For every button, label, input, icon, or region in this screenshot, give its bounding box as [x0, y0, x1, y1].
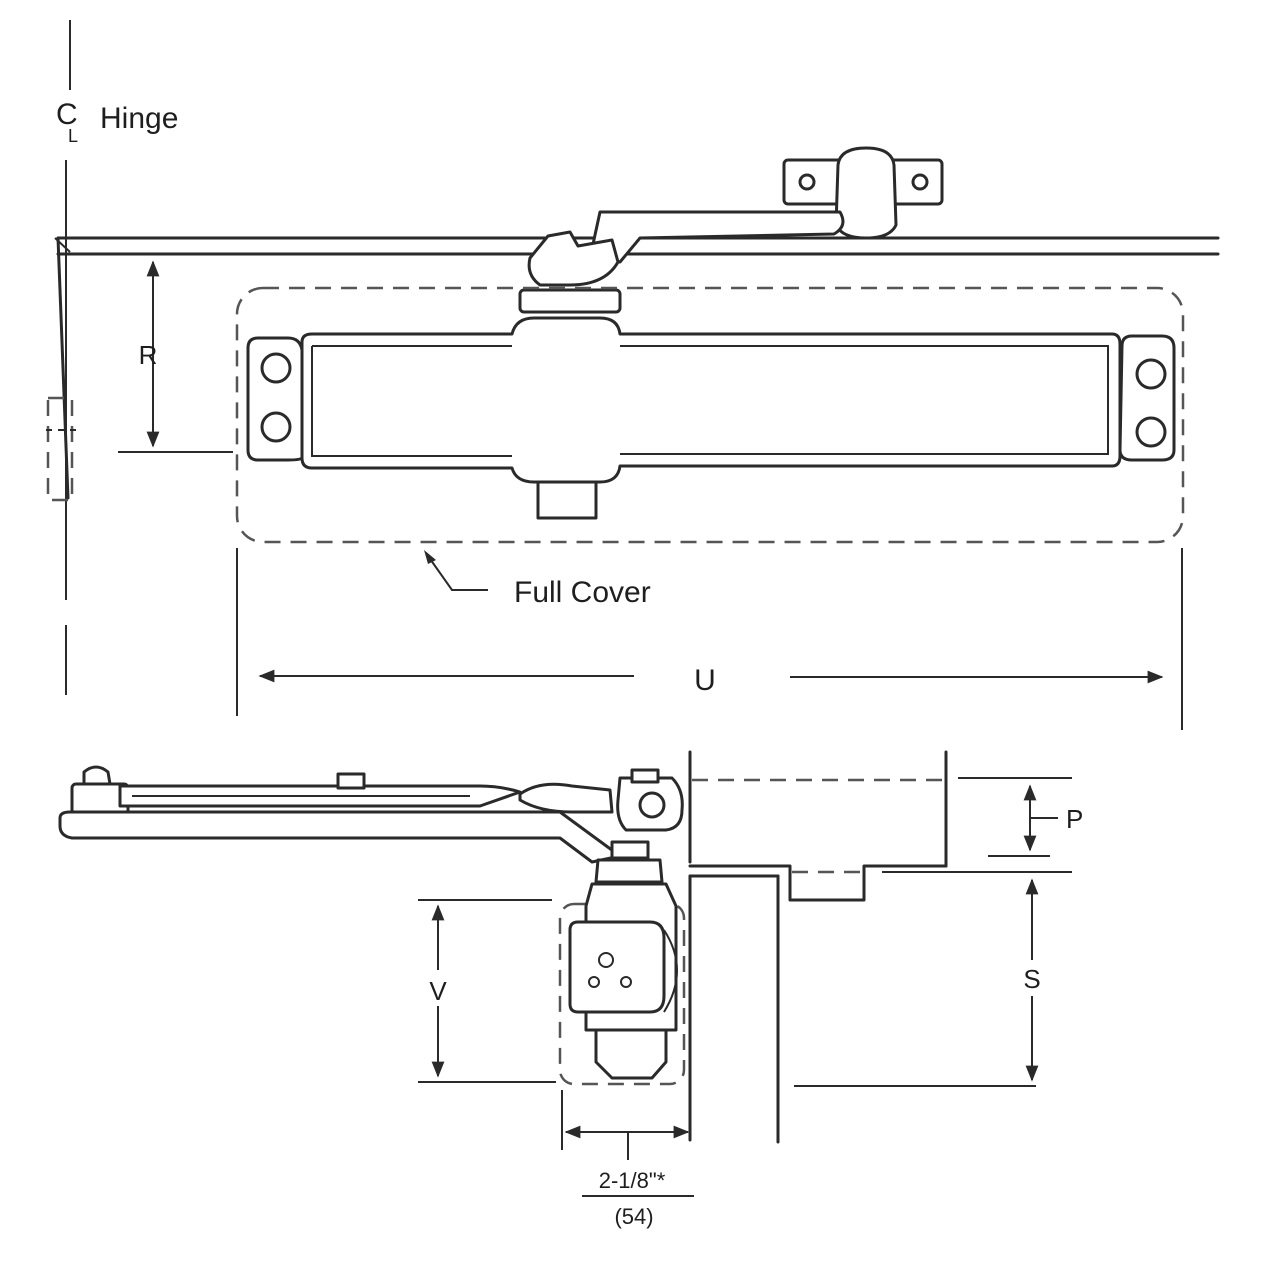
dim-U-label: U	[694, 664, 716, 697]
hinge-centerline	[65, 20, 71, 695]
dim-R: R	[118, 260, 233, 453]
full-cover-callout: Full Cover	[424, 550, 651, 609]
full-cover-outline	[235, 286, 1185, 544]
dim-U: U	[236, 548, 1183, 730]
arm-pivot	[518, 230, 622, 314]
dim-S: S	[794, 871, 1072, 1087]
centerline-label: C L Hinge	[56, 98, 178, 146]
arm-assembly	[58, 765, 684, 864]
dim-P-label: P	[1066, 804, 1083, 834]
centerline-symbol: C	[56, 98, 78, 131]
closer-body	[246, 316, 1176, 520]
centerline-sub: L	[68, 126, 78, 146]
arm-shoe-bracket	[588, 146, 944, 264]
dim-P: P	[958, 777, 1083, 857]
hinge-label: Hinge	[100, 102, 178, 135]
dim-V-label: V	[429, 976, 447, 1006]
closer-body-side	[558, 858, 686, 1086]
top-view: R C L Hinge Full Cover U	[46, 20, 1220, 730]
full-cover-label: Full Cover	[514, 576, 651, 609]
dim-R-label: R	[139, 340, 158, 370]
frame-section	[688, 750, 948, 1144]
dim-width: 2-1/8"* (54)	[561, 1090, 694, 1229]
dim-V: V	[418, 899, 556, 1083]
dim-S-label: S	[1023, 964, 1040, 994]
dim-width-label: 2-1/8"*	[599, 1168, 666, 1193]
dim-width-metric-label: (54)	[614, 1204, 653, 1229]
door-hinge-edge	[46, 236, 76, 502]
side-view: P S V 2-1/8"* (54)	[58, 750, 1083, 1229]
